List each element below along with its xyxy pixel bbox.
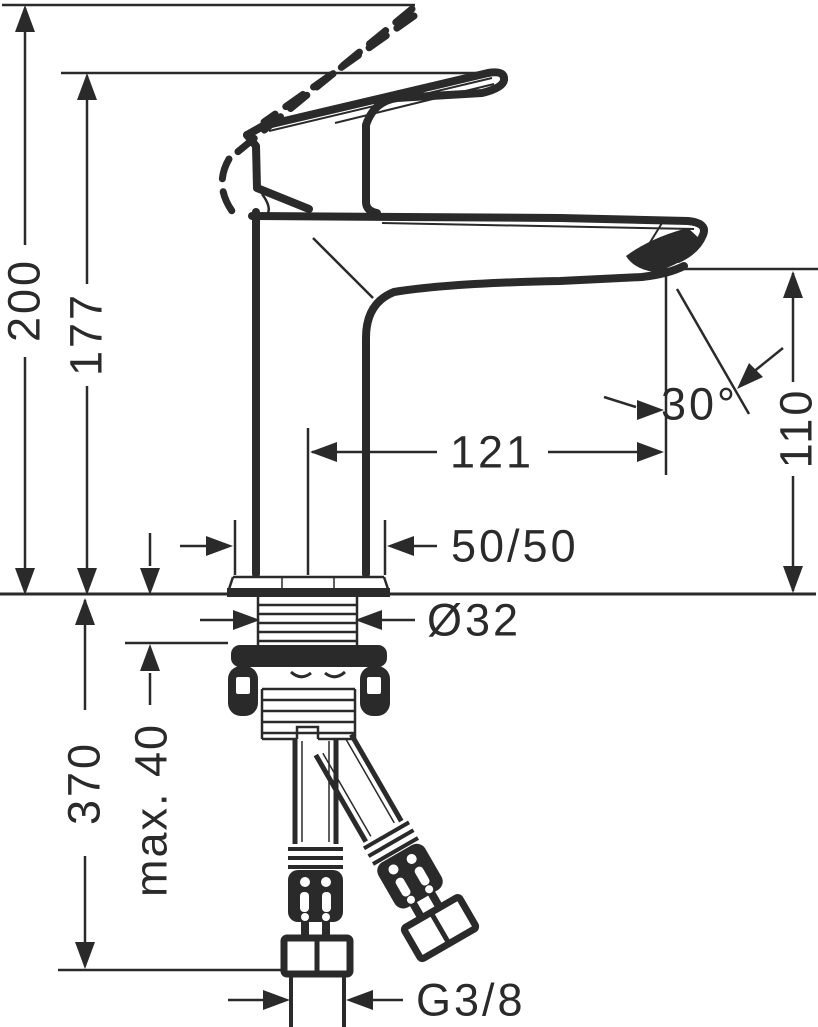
braid-detail — [300, 877, 310, 887]
hose-tail-lines — [289, 977, 346, 1027]
hose-braided-coupling — [288, 870, 343, 922]
hose-stub-left — [301, 921, 309, 939]
arrow-down-max40 — [140, 568, 160, 595]
supply-hose-angled — [313, 733, 480, 963]
arrow-left-121 — [310, 442, 337, 462]
label-hose-drop-length: 370 — [59, 741, 110, 825]
left-ear-slot — [236, 677, 250, 694]
reference-lines — [0, 3, 818, 972]
arrow-angle-stream — [737, 363, 763, 389]
braid-detail — [322, 913, 330, 921]
braid-detail — [425, 885, 434, 894]
pivot-detail-arc — [260, 193, 270, 214]
dashed-lever-lower-edge — [260, 12, 418, 126]
base-plate-sides — [227, 576, 390, 590]
supply-hose-vertical — [280, 739, 354, 1027]
nut-facet-divider — [430, 913, 450, 943]
dimension-base-split: 50/50 — [180, 521, 579, 572]
braid-detail — [395, 877, 411, 897]
lever-blade-outline — [243, 68, 509, 217]
dimension-supply-thread: G3/8 — [228, 975, 526, 1026]
body-spout-junction-line — [312, 237, 374, 299]
arrow-shank-left — [233, 610, 260, 630]
arrow-down-110 — [783, 566, 803, 593]
faucet-body — [248, 208, 708, 578]
dimension-hose-drop: 370 — [59, 598, 110, 969]
base-plate-gasket — [227, 588, 390, 597]
arrow-right-121 — [637, 442, 664, 462]
label-lever-tip-height: 177 — [61, 292, 112, 376]
label-overall-height: 200 — [0, 258, 50, 342]
arrow-up-177 — [77, 73, 97, 100]
shank-upper-thread — [258, 603, 357, 643]
arrow-base-right — [387, 536, 414, 556]
lever-pivot-outline — [243, 131, 313, 213]
arrow-up-max40 — [140, 644, 160, 671]
dimension-lever-height: 177 — [61, 73, 112, 595]
label-supply-thread: G3/8 — [416, 975, 526, 1026]
body-right-and-spout-underside — [362, 262, 688, 578]
arrow-up-110 — [783, 271, 803, 298]
dashed-lever-pivot-arc — [218, 155, 236, 215]
washer-split-marks — [289, 670, 347, 679]
arrow-up-200 — [15, 5, 35, 32]
braid-detail — [321, 877, 331, 887]
label-spout-reach: 121 — [450, 427, 534, 478]
label-shank-diameter: Ø32 — [427, 595, 521, 646]
braid-detail — [406, 895, 415, 904]
lever-highlight-line-2 — [334, 83, 495, 124]
braid-detail — [322, 892, 331, 912]
label-max-deck-thickness: max. 40 — [126, 723, 177, 897]
lever-handle — [243, 68, 509, 217]
arrow-thread-left — [263, 990, 290, 1010]
arrow-thread-right — [346, 990, 373, 1010]
dimension-stream-angle: 30° — [603, 288, 784, 430]
spout-outlet-aerator — [626, 228, 702, 272]
braid-detail — [301, 913, 309, 921]
mounting-hardware — [228, 597, 390, 741]
hose-crimp-bands — [288, 847, 343, 869]
dimension-spout-reach: 121 — [310, 427, 664, 478]
hose-stub-right — [322, 921, 330, 939]
dimension-deck-thickness: max. 40 — [125, 533, 228, 897]
shank-lower-thread — [262, 698, 355, 735]
dimension-outlet-height: 110 — [771, 271, 818, 593]
lever-highlight-line-1 — [268, 77, 493, 132]
arrow-down-177 — [77, 568, 97, 595]
hose-inner-lines — [322, 739, 395, 837]
hose-crimp-bands — [362, 820, 420, 866]
dimension-shank-diameter: Ø32 — [200, 595, 521, 646]
hose-braided-coupling — [377, 843, 443, 909]
arrow-down-200 — [15, 568, 35, 595]
arrow-up-370 — [75, 598, 95, 625]
leader-angle-right — [751, 347, 784, 374]
hose-walls — [313, 733, 404, 843]
braid-detail — [414, 866, 430, 886]
lever-raised-dashed — [218, 5, 418, 215]
hose-inner-lines — [301, 741, 330, 842]
shank-lower-sides — [260, 689, 357, 739]
label-base-split: 50/50 — [451, 521, 579, 572]
base-plate — [227, 575, 390, 597]
mounting-washer — [231, 645, 387, 667]
hose-walls — [292, 739, 339, 844]
braid-detail — [406, 853, 417, 864]
right-ear-slot — [367, 677, 381, 694]
braid-detail — [388, 864, 399, 875]
arrow-down-370 — [75, 942, 95, 969]
base-plate-dividers — [281, 578, 335, 588]
braid-detail — [300, 892, 309, 912]
label-outlet-height: 110 — [771, 388, 818, 469]
label-stream-angle: 30° — [661, 379, 738, 430]
arrow-angle-vertical — [637, 400, 664, 420]
arrow-shank-right — [355, 610, 382, 630]
spout-tip-inner-line — [637, 222, 663, 263]
leader-angle-left — [603, 395, 637, 409]
stream-angle-line — [675, 288, 751, 415]
arrow-base-left — [206, 536, 233, 556]
spout-top-inner-line — [381, 222, 695, 230]
dimension-overall-height: 200 — [0, 5, 50, 595]
